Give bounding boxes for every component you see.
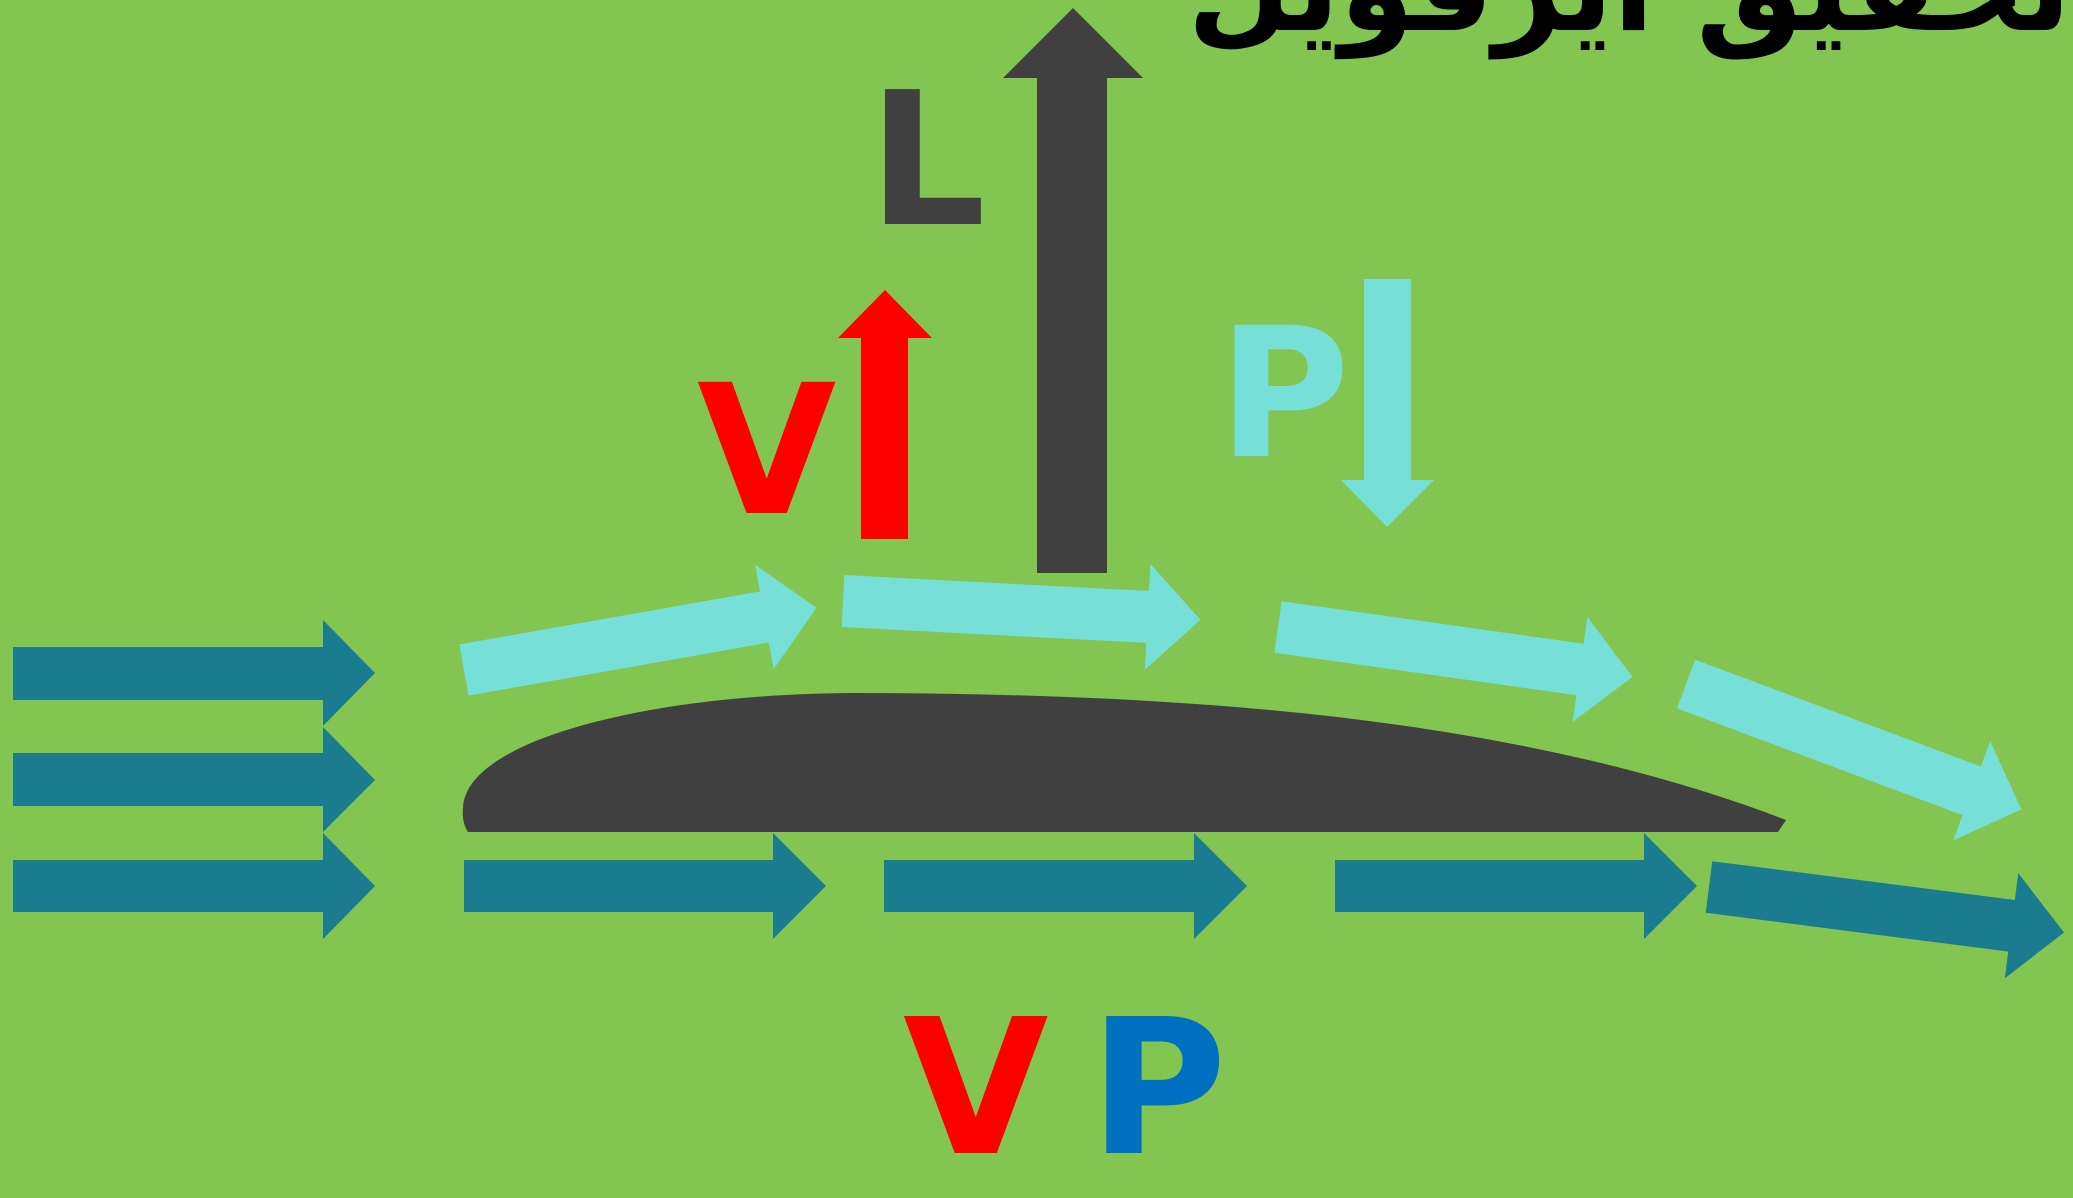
velocity-increase-arrow (838, 290, 932, 539)
airfoil-lift-diagram (13, 8, 2065, 979)
lower-flow-arrow (884, 833, 1247, 939)
upper-flow-arrow (1676, 659, 2022, 841)
incoming-flow-arrows (13, 620, 375, 939)
lift-arrow (1003, 8, 1143, 573)
pressure-label-top: P (1218, 290, 1350, 499)
lift-label: L (868, 52, 986, 268)
lower-flow-arrow (1705, 861, 2065, 979)
incoming-flow-arrow (13, 833, 375, 939)
airfoil-shape (462, 693, 1787, 832)
lower-flow-arrow (464, 833, 826, 939)
lower-flow-arrow (1335, 833, 1697, 939)
pressure-label-bottom: P (1089, 979, 1227, 1198)
upper-flow-arrow (841, 564, 1201, 670)
velocity-label-bottom: V (903, 979, 1049, 1198)
upper-flow-arrows (459, 564, 2022, 841)
velocity-label-top: V (697, 347, 837, 556)
incoming-flow-arrow (13, 620, 375, 726)
lower-flow-arrows (464, 833, 2065, 979)
upper-flow-arrow (1274, 601, 1633, 722)
page-title: تحقیق ایرفویل (1187, 0, 2071, 50)
pressure-decrease-arrow (1341, 279, 1434, 527)
upper-flow-arrow (459, 564, 817, 696)
incoming-flow-arrow (13, 727, 375, 832)
